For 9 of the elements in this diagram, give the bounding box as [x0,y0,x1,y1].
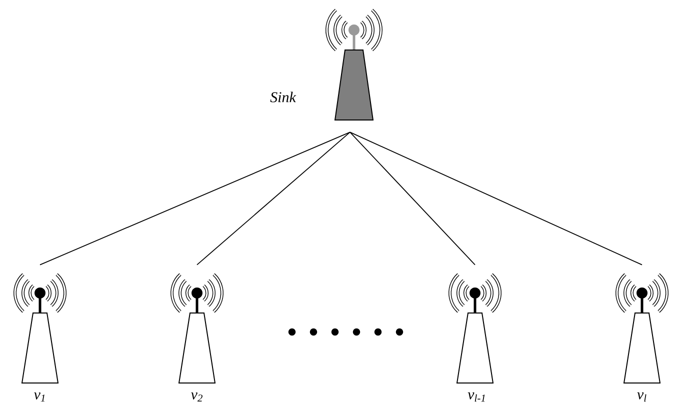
connector-line [350,132,476,266]
node-label: v$_{1}$ [34,392,45,402]
node-label: Sink [270,92,296,102]
connector-line [196,132,350,266]
node-label: v$_{l-1}$ [468,392,485,402]
connector-line [350,132,642,266]
connector-line [40,132,350,266]
node-label: v$_{l}$ [637,392,646,402]
node-label: v$_{2}$ [191,392,202,402]
